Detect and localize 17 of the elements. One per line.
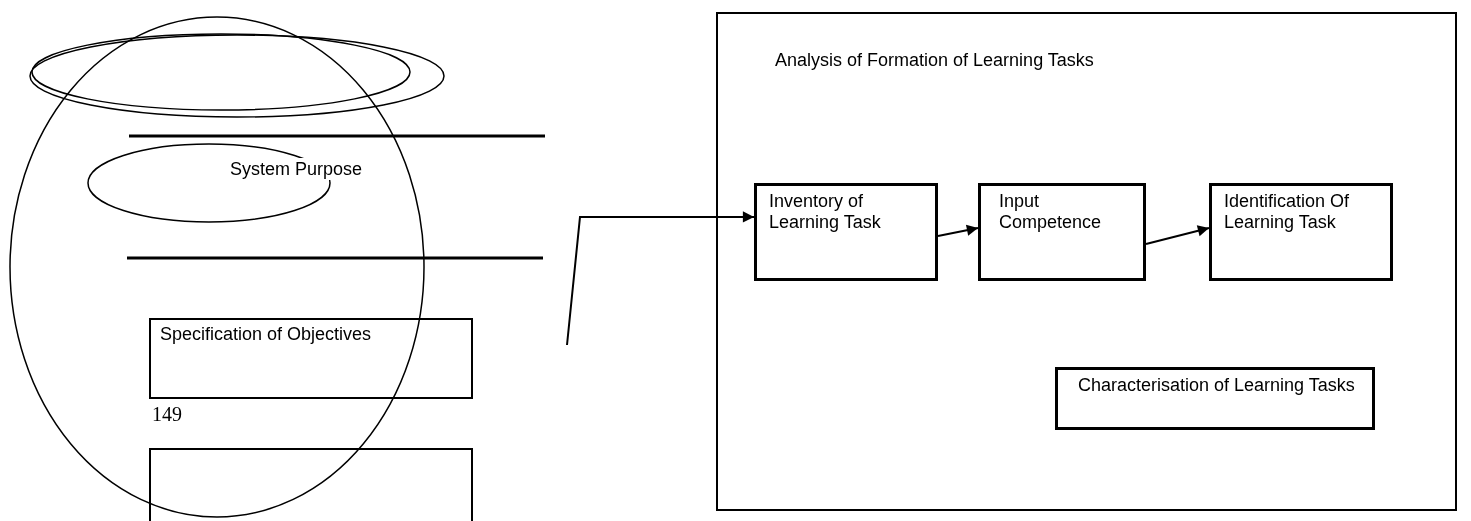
box-label: Characterisation of Learning Tasks: [1078, 375, 1356, 396]
arrow: [566, 211, 755, 346]
process-box: [1055, 367, 1375, 430]
box-label: Input Competence: [999, 191, 1103, 233]
process-box: [1209, 183, 1393, 281]
process-box: [149, 318, 473, 399]
process-box: [754, 183, 938, 281]
empty-box: [149, 448, 473, 521]
process-box: [978, 183, 1146, 281]
box-label: Identification Of Learning Task: [1224, 191, 1351, 233]
box-label: Inventory of Learning Task: [769, 191, 882, 233]
arrow: [1145, 225, 1210, 245]
arrow: [937, 224, 979, 237]
box-label: Specification of Objectives: [160, 324, 373, 345]
group-heading: Analysis of Formation of Learning Tasks: [775, 50, 1095, 71]
section-label: System Purpose: [230, 158, 363, 180]
group-box: [716, 12, 1457, 511]
